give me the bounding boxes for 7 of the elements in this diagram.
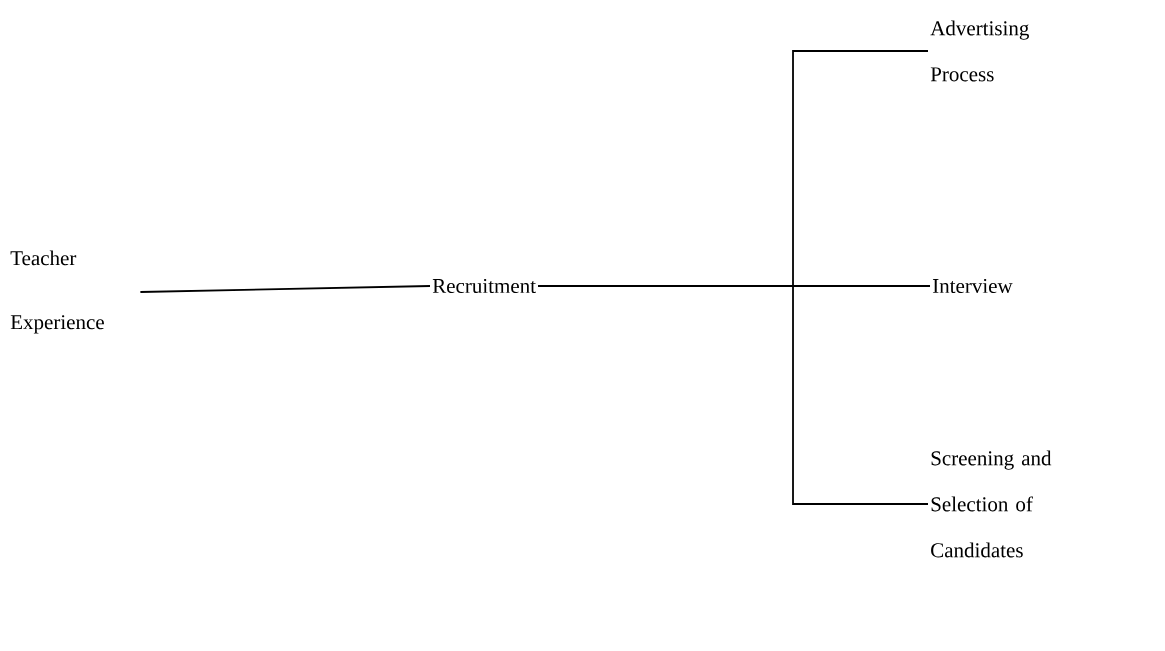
node-label: Interview (932, 278, 1013, 294)
connector-line (537, 285, 929, 505)
node-label: Teacher Experience (10, 250, 104, 334)
node-label: Recruitment (432, 278, 536, 294)
connector-line (139, 285, 431, 293)
node-label: Screening and Selection of Candidates (931, 450, 1052, 558)
node-label: Advertising Process (930, 20, 1029, 82)
